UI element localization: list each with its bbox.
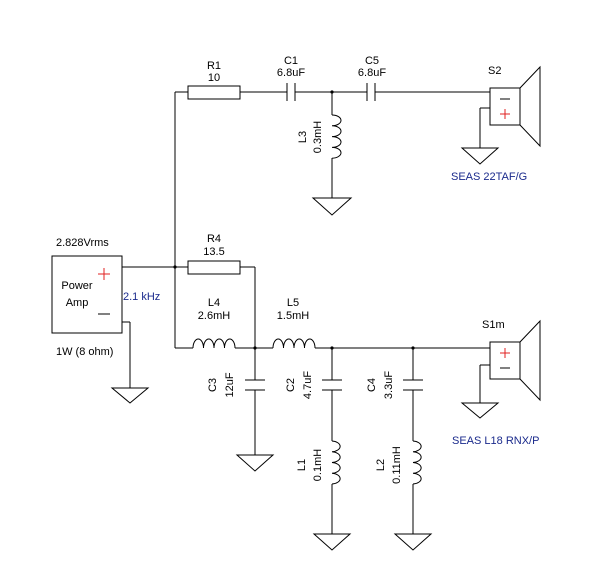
l5-value: 1.5mH: [277, 310, 309, 322]
l3-name: L3: [297, 131, 309, 143]
c1-name: C1: [284, 55, 298, 67]
inductor-l2[interactable]: L2 0.11mH: [375, 440, 422, 485]
c4-name: C4: [366, 378, 378, 392]
r1-name: R1: [207, 60, 221, 72]
resistor-r4[interactable]: R4 13.5: [187, 233, 241, 275]
capacitor-c5[interactable]: C5 6.8uF: [358, 55, 386, 101]
power-amp[interactable]: Power Amp 2.828Vrms 2.1 kHz 1W (8 ohm): [51, 237, 160, 358]
junctions: [173, 90, 415, 350]
plus-icon: [500, 348, 510, 358]
plus-icon: [98, 268, 110, 280]
ground-icon: [312, 533, 352, 551]
capacitor-c2[interactable]: C2 4.7uF: [285, 371, 342, 399]
c2-value: 4.7uF: [302, 371, 314, 399]
l4-name: L4: [208, 297, 220, 309]
amp-power: 1W (8 ohm): [56, 346, 113, 358]
capacitor-c3[interactable]: C3 12uF: [207, 372, 265, 398]
ground-icon: [311, 197, 353, 216]
c1-value: 6.8uF: [277, 67, 305, 79]
r4-value: 13.5: [203, 246, 224, 258]
inductor-l1[interactable]: L1 0.1mH: [296, 440, 341, 485]
c4-value: 3.3uF: [383, 371, 395, 399]
ground-icon: [460, 402, 500, 419]
ground-icon: [393, 533, 433, 551]
c3-name: C3: [207, 378, 219, 392]
speaker-s1m[interactable]: S1m SEAS L18 RNX/P: [452, 319, 541, 447]
amp-frequency: 2.1 kHz: [123, 291, 160, 303]
inductor-l5[interactable]: L5 1.5mH: [272, 297, 316, 349]
speaker-s2[interactable]: S2 SEAS 22TAF/G: [451, 65, 541, 183]
r1-value: 10: [208, 72, 220, 84]
ground-icon: [460, 147, 500, 165]
capacitor-c4[interactable]: C4 3.3uF: [366, 371, 423, 399]
amp-label-line1: Power: [61, 280, 93, 292]
l1-value: 0.1mH: [312, 449, 324, 481]
s1m-name: S1m: [482, 319, 505, 331]
amp-label-line2: Amp: [66, 297, 89, 309]
l2-value: 0.11mH: [391, 446, 403, 484]
l5-name: L5: [287, 297, 299, 309]
plus-icon: [500, 109, 510, 119]
ground-icon: [110, 387, 150, 404]
inductor-l3[interactable]: L3 0.3mH: [297, 114, 342, 159]
l2-name: L2: [375, 459, 387, 471]
l1-name: L1: [296, 459, 308, 471]
wires: [122, 88, 491, 534]
capacitor-c1[interactable]: C1 6.8uF: [277, 55, 305, 101]
resistor-r1[interactable]: R1 10: [187, 60, 241, 100]
s2-name: S2: [488, 65, 501, 77]
r4-name: R4: [207, 233, 221, 245]
c2-name: C2: [285, 378, 297, 392]
c5-value: 6.8uF: [358, 67, 386, 79]
l4-value: 2.6mH: [198, 310, 230, 322]
s1m-model: SEAS L18 RNX/P: [452, 435, 539, 447]
inductor-l4[interactable]: L4 2.6mH: [192, 297, 236, 349]
ground-icon: [235, 454, 275, 472]
c5-name: C5: [365, 55, 379, 67]
amp-voltage: 2.828Vrms: [56, 237, 109, 249]
s2-model: SEAS 22TAF/G: [451, 171, 527, 183]
c3-value: 12uF: [224, 372, 236, 397]
l3-value: 0.3mH: [312, 121, 324, 153]
